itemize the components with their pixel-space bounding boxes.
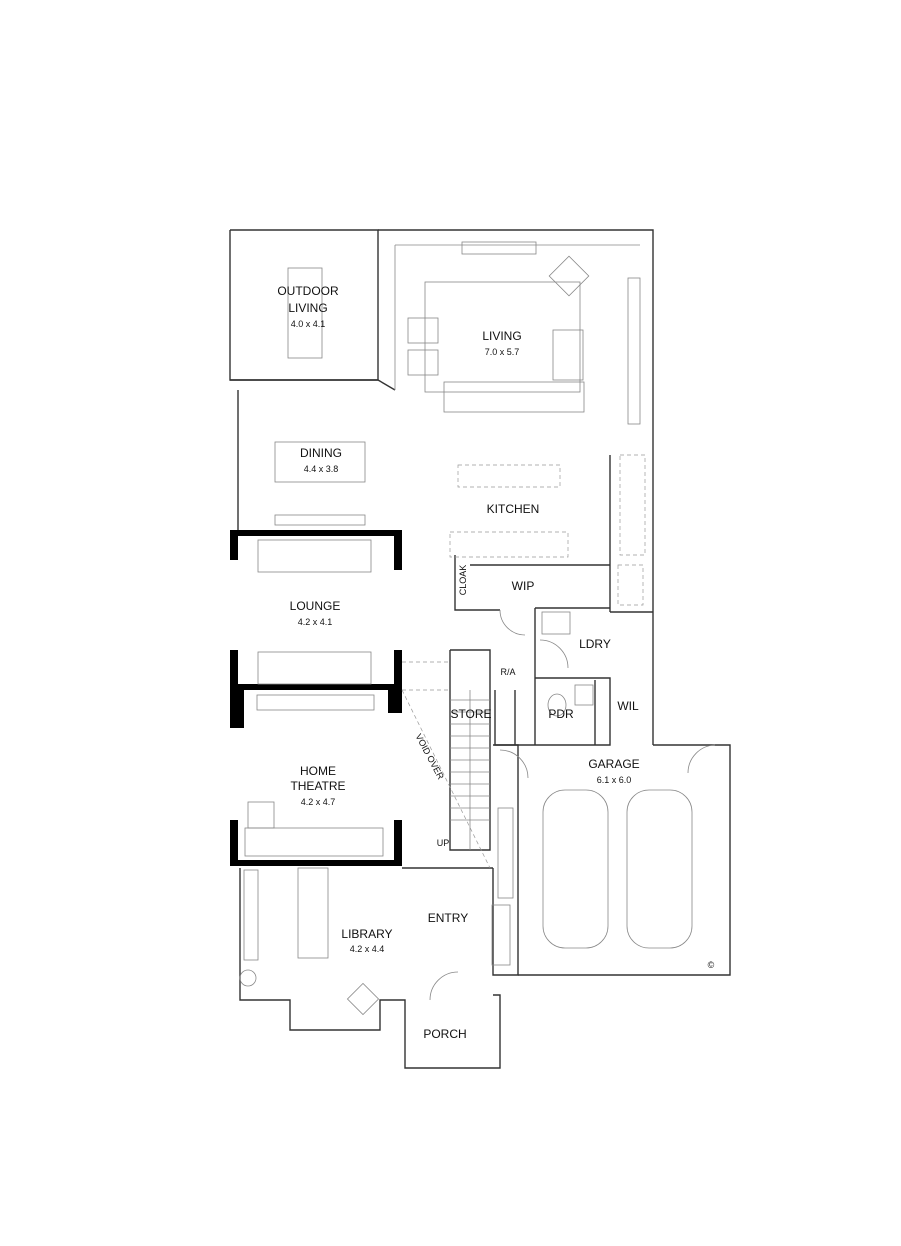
dining-label: DINING — [300, 446, 342, 460]
living-size: 7.0 x 5.7 — [485, 347, 520, 357]
cloak-label: CLOAK — [458, 565, 468, 596]
ra-label: R/A — [500, 667, 515, 677]
store-label: STORE — [450, 707, 491, 721]
doors — [429, 609, 716, 1001]
ldry-label: LDRY — [579, 637, 611, 651]
porch-label: PORCH — [423, 1027, 466, 1041]
wil-label: WIL — [617, 699, 639, 713]
lounge-label: LOUNGE — [290, 599, 341, 613]
outdoor-living-label: OUTDOOR — [277, 284, 339, 298]
lounge-size: 4.2 x 4.1 — [298, 617, 333, 627]
walls — [229, 229, 731, 1069]
library-label: LIBRARY — [341, 927, 392, 941]
up-label: UP — [437, 838, 450, 848]
wip-label: WIP — [512, 579, 535, 593]
dining-size: 4.4 x 3.8 — [304, 464, 339, 474]
home-theatre-size: 4.2 x 4.7 — [301, 797, 336, 807]
outdoor-living-size: 4.0 x 4.1 — [291, 319, 326, 329]
furniture — [239, 241, 693, 1016]
garage-label: GARAGE — [588, 757, 639, 771]
outdoor-living-label-2: LIVING — [288, 301, 327, 315]
home-theatre-label-2: THEATRE — [290, 779, 345, 793]
kitchen-label: KITCHEN — [487, 502, 540, 516]
living-label: LIVING — [482, 329, 521, 343]
copyright-symbol: © — [708, 960, 715, 970]
staircase — [450, 690, 490, 850]
structural-walls — [230, 530, 402, 866]
home-theatre-label: HOME — [300, 764, 336, 778]
entry-label: ENTRY — [428, 911, 468, 925]
garage-size: 6.1 x 6.0 — [597, 775, 632, 785]
void-over-label: VOID OVER — [413, 732, 446, 781]
library-size: 4.2 x 4.4 — [350, 944, 385, 954]
pdr-label: PDR — [548, 707, 574, 721]
